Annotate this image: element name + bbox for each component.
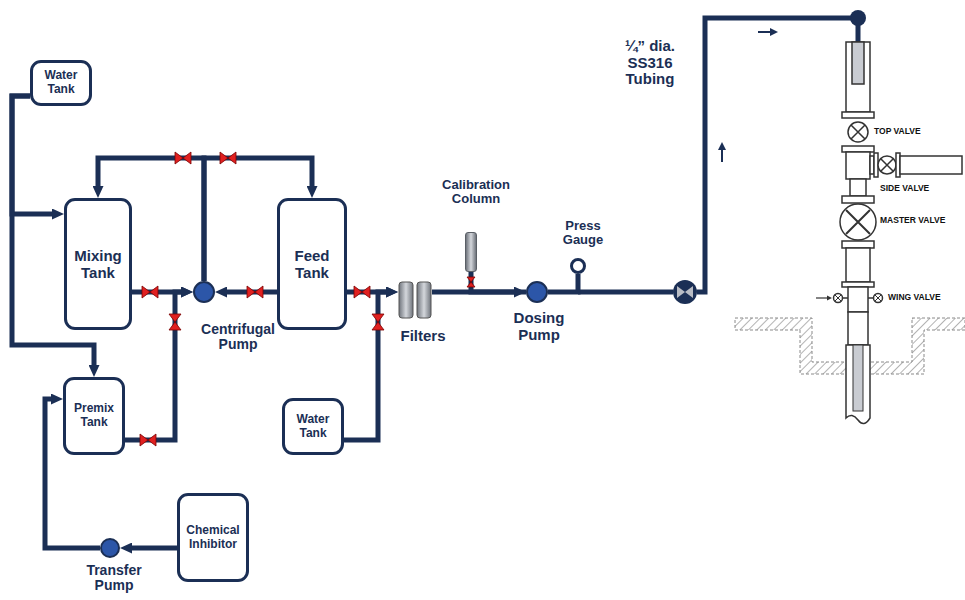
valve-label: WING VALVE	[888, 293, 941, 302]
tank-box: Water Tank	[282, 398, 344, 455]
wing-arrow	[816, 296, 832, 301]
pipe-connector	[471, 272, 526, 292]
valve-label: SIDE VALVE	[880, 184, 929, 193]
valve-label: TOP VALVE	[874, 127, 921, 136]
pump-symbol: Dosing Pump	[526, 281, 548, 303]
filter-cartridge	[417, 282, 431, 318]
node-label: Mixing Tank	[70, 247, 126, 282]
check-valve	[673, 280, 697, 304]
tubing-line	[578, 18, 858, 292]
pipe-connector	[548, 274, 578, 292]
node-label: Transfer Pump	[69, 563, 159, 594]
pipe-connector	[344, 292, 390, 440]
tubing-label: ¼” dia. SS316 Tubing	[610, 38, 690, 88]
calibration-column: Calibration Column	[465, 232, 477, 272]
pipe-connector	[132, 290, 185, 295]
node-label: Chemical Inhibitor	[183, 524, 243, 552]
node-label: Premix Tank	[69, 402, 119, 430]
node-label: Water Tank	[36, 69, 86, 97]
tank-box: Feed Tank	[277, 198, 347, 330]
node-label: Dosing Pump	[504, 310, 574, 343]
tank-box: Mixing Tank	[64, 198, 132, 330]
flow-arrow	[718, 28, 778, 162]
filter-cartridges	[398, 280, 432, 320]
tank-box: Water Tank	[30, 60, 92, 106]
wellhead	[834, 42, 963, 424]
tank-box: Chemical Inhibitor	[177, 493, 249, 582]
tubing-corner	[850, 10, 866, 26]
pump-symbol: Centrifugal Pump	[193, 281, 215, 303]
node-label: Press Gauge	[548, 219, 618, 248]
node-label: Feed Tank	[283, 247, 341, 282]
valve-label: MASTER VALVE	[880, 216, 945, 225]
node-label: Calibration Column	[428, 178, 524, 207]
node-label: Water Tank	[288, 413, 338, 441]
pipe-connector	[12, 96, 56, 214]
pipe-connector	[125, 292, 185, 440]
pipe-connector	[128, 546, 177, 551]
node-label: Filters	[388, 328, 458, 345]
tank-box: Premix Tank	[63, 377, 125, 455]
node-label: Centrifugal Pump	[190, 322, 286, 353]
filter-cartridge	[399, 282, 413, 318]
pump-symbol: Transfer Pump	[100, 538, 120, 558]
pressure-gauge: Press Gauge	[570, 258, 586, 274]
filter-pair: Filters	[398, 280, 432, 320]
